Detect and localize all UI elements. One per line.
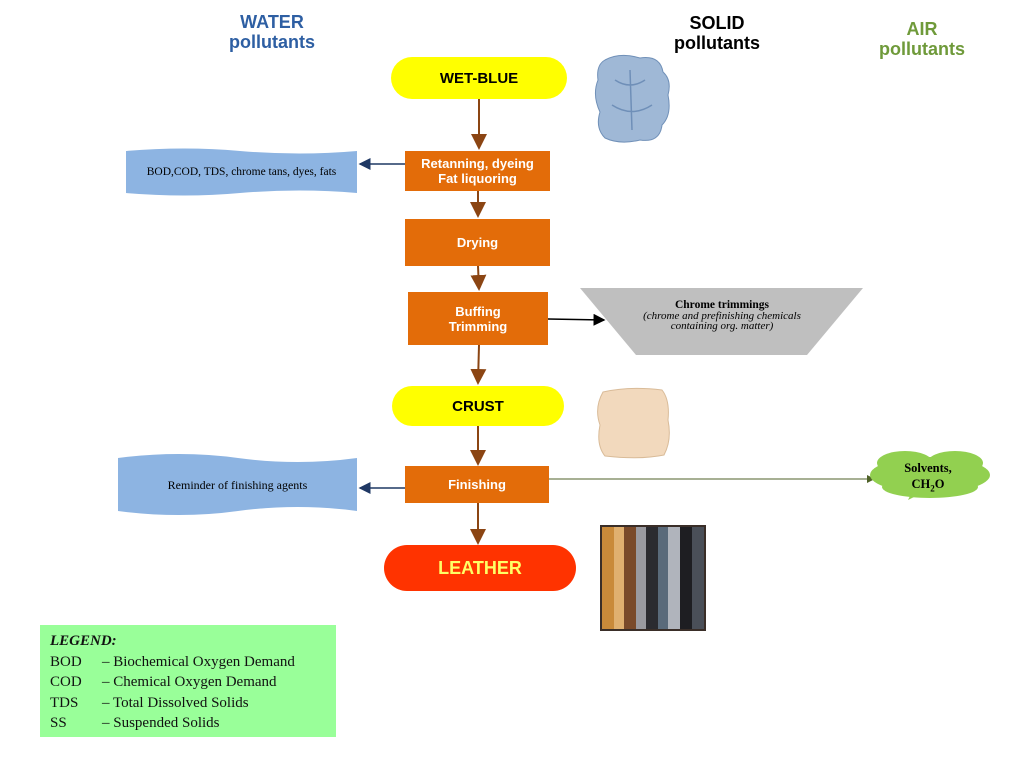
arrow-buffing-solid [547, 313, 606, 326]
leather-node: LEATHER [384, 545, 576, 591]
crust-hide-image [597, 387, 670, 459]
legend-title: LEGEND: [50, 633, 117, 649]
wet-blue-node: WET-BLUE [391, 57, 567, 99]
air-output: Solvents, CH2O [880, 460, 976, 497]
solid-output-title: Chrome trimmings [674, 299, 769, 311]
solid-trapezoid [580, 288, 863, 355]
water-output-finishing: Reminder of finishing agents [167, 477, 308, 492]
arrow-buffing-crust [470, 344, 487, 385]
water-wave-retanning [126, 148, 357, 196]
solid-output: Chrome trimmings (chrome and prefinishin… [640, 299, 804, 332]
legend-box: LEGEND: BOD– Biochemical Oxygen Demand C… [40, 625, 336, 737]
air-output-solvents: Solvents, [904, 461, 952, 475]
finishing-step: Finishing [405, 466, 549, 503]
legend-item: COD– Chemical Oxygen Demand [50, 674, 277, 690]
drying-step: Drying [405, 219, 550, 266]
wet-blue-hide-image [594, 54, 670, 143]
legend-item: BOD– Biochemical Oxygen Demand [50, 653, 295, 670]
arrow-drying-buffing [470, 265, 487, 291]
air-output-formula: CH2O [911, 477, 945, 494]
air-cloud [870, 451, 990, 500]
leather-rolls-image [600, 525, 706, 631]
legend-item: SS– Suspended Solids [50, 715, 220, 731]
solid-output-detail: (chrome and prefinishing chemicals conta… [643, 310, 801, 332]
crust-node: CRUST [392, 386, 564, 426]
legend-item: TDS– Total Dissolved Solids [50, 694, 249, 711]
water-wave-finishing [118, 454, 357, 515]
water-output-retanning: BOD,COD, TDS, chrome tans, dyes, fats [146, 166, 337, 178]
